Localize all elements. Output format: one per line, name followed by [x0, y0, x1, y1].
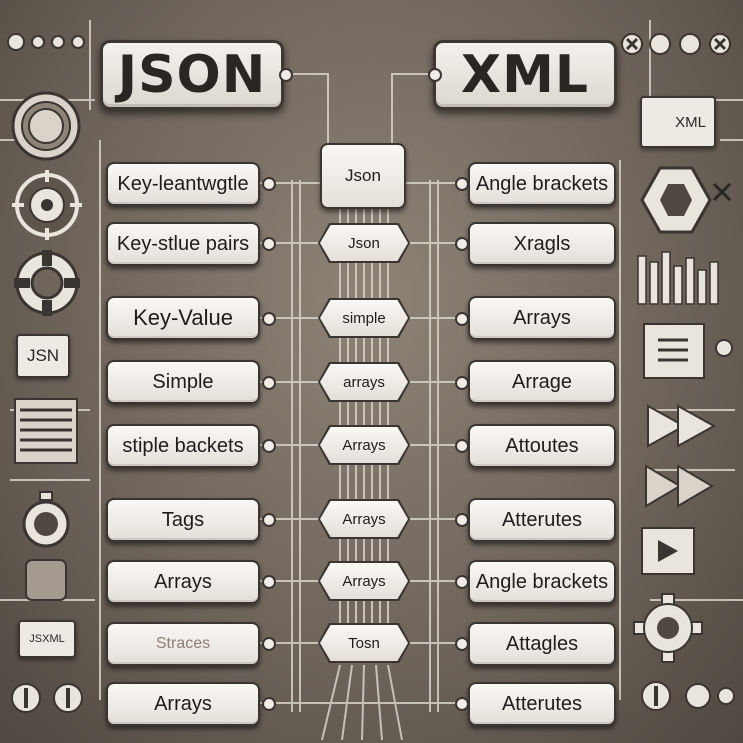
- center-node[interactable]: simple: [318, 298, 410, 338]
- target-icon: [11, 91, 81, 161]
- center-node[interactable]: arrays: [318, 362, 410, 402]
- center-node[interactable]: Arrays: [318, 425, 410, 465]
- connector-knob: [455, 376, 469, 390]
- center-node[interactable]: Arrays: [318, 499, 410, 539]
- json-item[interactable]: Arrays: [106, 682, 260, 726]
- json-item[interactable]: Simple: [106, 360, 260, 404]
- connector-knob: [455, 513, 469, 527]
- equalizer-icon: [637, 251, 719, 305]
- center-node-label: Arrays: [320, 427, 408, 463]
- media-play-icon: [641, 527, 695, 575]
- xml-title: XML: [433, 40, 617, 110]
- xml-item[interactable]: Arrage: [468, 360, 616, 404]
- connector-knob: [455, 575, 469, 589]
- connector-knob: [455, 637, 469, 651]
- xml-item[interactable]: Attagles: [468, 622, 616, 666]
- json-item[interactable]: Key-leantwgtle: [106, 162, 260, 206]
- json-item[interactable]: Tags: [106, 498, 260, 542]
- connector-knob: [262, 637, 276, 651]
- connector-knob: [279, 68, 293, 82]
- list-icon: [14, 398, 78, 464]
- center-node[interactable]: Arrays: [318, 561, 410, 601]
- plug-icon: [641, 681, 735, 711]
- plug-icon: [11, 683, 83, 713]
- gear-icon: [633, 593, 703, 663]
- indicator-dots-icon: [7, 33, 85, 51]
- document-icon: [643, 323, 733, 379]
- fast-forward-icon: [645, 464, 714, 508]
- xml-item[interactable]: Angle brackets: [468, 560, 616, 604]
- center-node-label: arrays: [320, 364, 408, 400]
- center-node-0[interactable]: Json: [320, 143, 406, 209]
- json-item[interactable]: Key-stlue pairs: [106, 222, 260, 266]
- connector-knob: [262, 439, 276, 453]
- center-node[interactable]: Tosn: [318, 623, 410, 663]
- json-item[interactable]: Arrays: [106, 560, 260, 604]
- ring-icon: [22, 491, 70, 548]
- center-node-label: Tosn: [320, 625, 408, 661]
- json-item[interactable]: Straces: [106, 622, 260, 666]
- center-node[interactable]: Json: [318, 223, 410, 263]
- json-tag-label: JSN: [16, 334, 70, 378]
- connector-knob: [262, 575, 276, 589]
- xml-item[interactable]: Angle brackets: [468, 162, 616, 206]
- connector-knob: [428, 68, 442, 82]
- hexagon-icon: [640, 166, 712, 234]
- center-node-label: Json: [320, 225, 408, 261]
- connector-knob: [262, 697, 276, 711]
- xml-item[interactable]: Atterutes: [468, 498, 616, 542]
- connector-knob: [262, 177, 276, 191]
- connector-knob: [455, 439, 469, 453]
- xml-document-label: XML: [640, 96, 716, 148]
- lifebuoy-icon: [14, 250, 80, 316]
- close-icon: [712, 182, 732, 202]
- close-icon: [621, 33, 731, 55]
- xml-item[interactable]: Arrays: [468, 296, 616, 340]
- connector-knob: [455, 237, 469, 251]
- connector-knob: [455, 697, 469, 711]
- square-button-icon: [25, 559, 67, 601]
- xml-item[interactable]: Xragls: [468, 222, 616, 266]
- json-item[interactable]: stiple backets: [106, 424, 260, 468]
- connector-knob: [455, 312, 469, 326]
- xml-item[interactable]: Atterutes: [468, 682, 616, 726]
- center-node-label: Arrays: [320, 501, 408, 537]
- connector-knob: [262, 513, 276, 527]
- play-icon: [647, 404, 717, 448]
- json-title: JSON: [100, 40, 284, 110]
- connector-knob: [262, 376, 276, 390]
- connector-knob: [262, 312, 276, 326]
- center-node-label: simple: [320, 300, 408, 336]
- json-item[interactable]: Key-Value: [106, 296, 260, 340]
- jsxml-tag-label: JSXML: [18, 620, 76, 658]
- gear-icon: [12, 170, 82, 240]
- connector-knob: [262, 237, 276, 251]
- xml-item[interactable]: Attoutes: [468, 424, 616, 468]
- connector-knob: [455, 177, 469, 191]
- center-node-label: Arrays: [320, 563, 408, 599]
